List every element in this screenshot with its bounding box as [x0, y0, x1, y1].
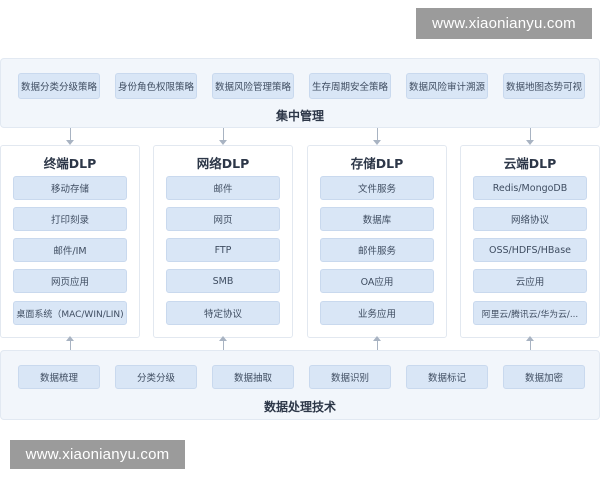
data-processing-title: 数据处理技术 [263, 400, 336, 414]
arrow-up-storage [373, 336, 381, 350]
column-cloud-dlp: 云端DLP Redis/MongoDB 网络协议 OSS/HDFS/HBase … [460, 145, 600, 338]
arrow-down-storage [373, 128, 381, 145]
tech-chip-tagging: 数据标记 [406, 365, 488, 389]
watermark-top: www.xiaonianyu.com [416, 8, 592, 39]
column-item: 邮件 [166, 176, 280, 200]
policy-chip-identity-role: 身份角色权限策略 [115, 73, 197, 99]
column-item: OSS/HDFS/HBase [473, 238, 587, 262]
column-title: 终端DLP [43, 156, 97, 171]
arrow-down-cloud [526, 128, 534, 145]
policy-chip-lifecycle-security: 生存周期安全策略 [309, 73, 391, 99]
centralized-management-title: 集中管理 [275, 109, 324, 123]
policy-chip-data-map: 数据地图态势可视 [503, 73, 585, 99]
column-network-dlp: 网络DLP 邮件 网页 FTP SMB 特定协议 [153, 145, 293, 338]
column-item: FTP [166, 238, 280, 262]
arrow-down-network [219, 128, 227, 145]
column-item: 文件服务 [320, 176, 434, 200]
tech-chip-encryption: 数据加密 [503, 365, 585, 389]
column-title: 网络DLP [196, 156, 250, 171]
tech-chip-identification: 数据识别 [309, 365, 391, 389]
column-item: 移动存储 [13, 176, 127, 200]
column-item: OA应用 [320, 269, 434, 293]
column-item: 数据库 [320, 207, 434, 231]
column-title: 云端DLP [503, 156, 557, 171]
column-storage-dlp: 存储DLP 文件服务 数据库 邮件服务 OA应用 业务应用 [307, 145, 447, 338]
tech-chip-data-sorting: 数据梳理 [18, 365, 100, 389]
column-item: 桌面系统（MAC/WIN/LIN) [13, 301, 127, 325]
centralized-management-panel: 数据分类分级策略 身份角色权限策略 数据风险管理策略 生存周期安全策略 数据风险… [0, 58, 600, 128]
column-item: 网络协议 [473, 207, 587, 231]
column-item: 云应用 [473, 269, 587, 293]
tech-chip-classification: 分类分级 [115, 365, 197, 389]
arrow-up-cloud [526, 336, 534, 350]
data-processing-panel: 数据梳理 分类分级 数据抽取 数据识别 数据标记 数据加密 数据处理技术 [0, 350, 600, 420]
column-item: 邮件服务 [320, 238, 434, 262]
arrow-down-endpoint [66, 128, 74, 145]
column-item: 业务应用 [320, 301, 434, 325]
column-item: 特定协议 [166, 301, 280, 325]
column-item: 网页 [166, 207, 280, 231]
policy-chip-risk-audit: 数据风险审计溯源 [406, 73, 488, 99]
policy-chip-risk-management: 数据风险管理策略 [212, 73, 294, 99]
column-title: 存储DLP [350, 156, 404, 171]
watermark-bottom: www.xiaonianyu.com [10, 440, 185, 469]
policy-chip-classification: 数据分类分级策略 [18, 73, 100, 99]
column-endpoint-dlp: 终端DLP 移动存储 打印刻录 邮件/IM 网页应用 桌面系统（MAC/WIN/… [0, 145, 140, 338]
arrow-up-endpoint [66, 336, 74, 350]
column-item: Redis/MongoDB [473, 176, 587, 200]
tech-chip-extraction: 数据抽取 [212, 365, 294, 389]
column-item: 阿里云/腾讯云/华为云/... [473, 301, 587, 325]
column-item: 打印刻录 [13, 207, 127, 231]
column-item: SMB [166, 269, 280, 293]
column-item: 网页应用 [13, 269, 127, 293]
column-item: 邮件/IM [13, 238, 127, 262]
arrow-up-network [219, 336, 227, 350]
